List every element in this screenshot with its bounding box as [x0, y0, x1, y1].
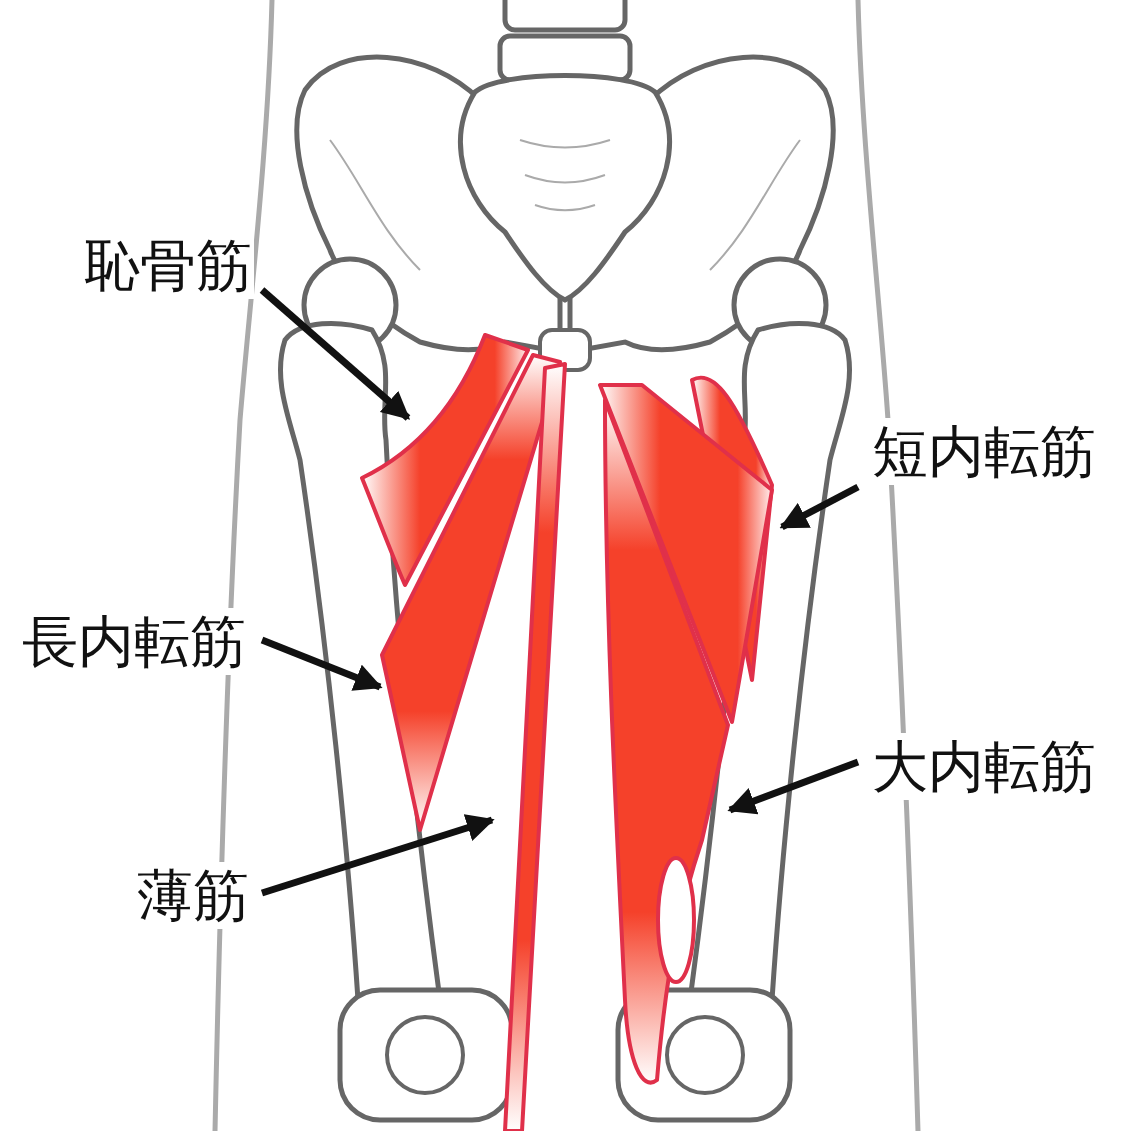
muscles	[362, 335, 772, 1131]
muscle-label: 大内転筋	[870, 733, 1098, 800]
sacrum	[461, 76, 670, 301]
body-outline	[215, 0, 918, 1131]
spine	[500, 0, 630, 80]
adductor-hiatus	[658, 858, 694, 982]
muscle-label: 長内転筋	[20, 608, 248, 675]
leader-arrows	[262, 290, 858, 893]
gracilis	[505, 364, 565, 1131]
muscle-label: 短内転筋	[870, 418, 1098, 485]
muscle-label: 薄筋	[135, 862, 251, 929]
muscle-label: 恥骨筋	[82, 232, 254, 299]
sacrum-detail	[520, 140, 610, 210]
adductor-longus-right	[600, 385, 772, 722]
